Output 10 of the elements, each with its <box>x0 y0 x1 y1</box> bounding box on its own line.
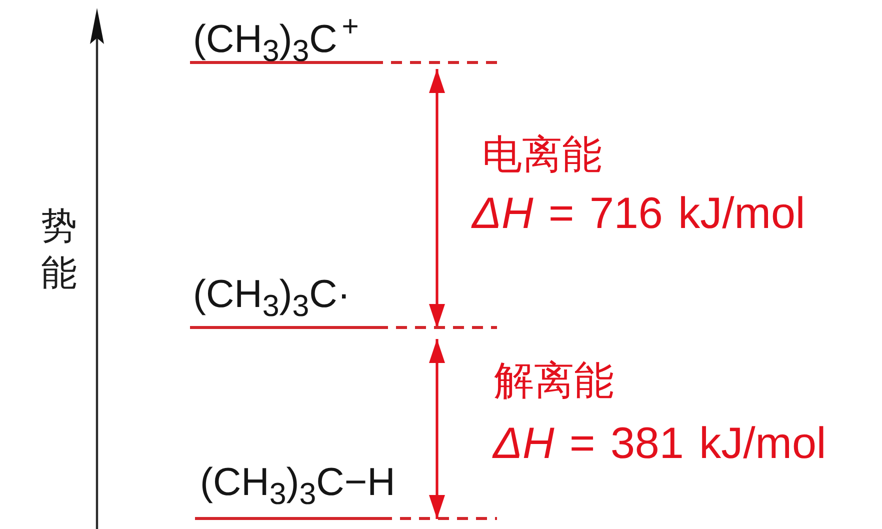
species-formula: (CH$_{3}$)$_{3}$C−H <box>200 463 396 502</box>
enthalpy-value: ΔH = 381 kJ/mol <box>493 422 826 466</box>
double-arrow <box>429 339 445 519</box>
axis-label: 势能 <box>41 204 77 295</box>
energy-name: 电离能 <box>482 135 602 175</box>
enthalpy-value: ΔH = 716 kJ/mol <box>472 192 806 236</box>
double-arrow <box>429 69 445 328</box>
energy-name: 解离能 <box>494 361 614 401</box>
species-formula: (CH$_{3}$)$_{3}$C· <box>193 275 350 314</box>
species-formula: (CH$_{3}$)$_{3}$C$^{+}$ <box>193 20 359 59</box>
